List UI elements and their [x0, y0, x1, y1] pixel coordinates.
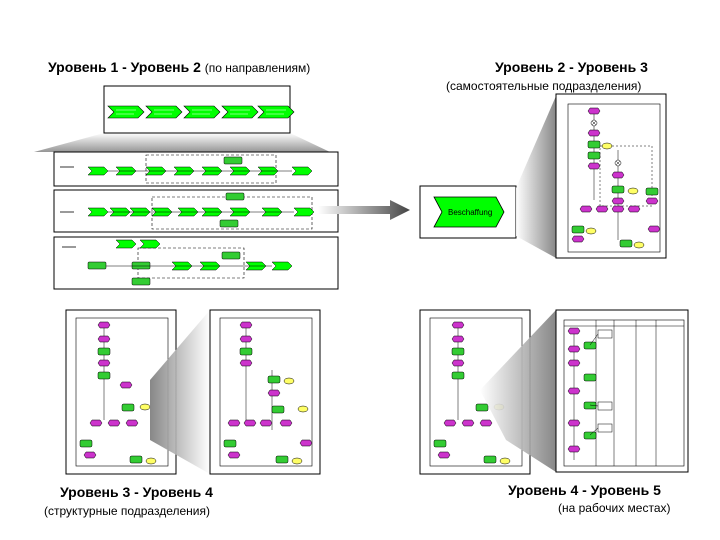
- beschaffung-process: [433, 196, 505, 228]
- q4-zoom-fan: [480, 310, 556, 472]
- q4-caption-title: Уровень 4 - Уровень 5: [508, 482, 661, 498]
- q1-row1-nodes: [87, 154, 313, 184]
- q1-subtitle: (по направлениям): [204, 61, 311, 75]
- q2-epc-diagram: [555, 93, 667, 259]
- q2-zoom-fan: [516, 96, 556, 258]
- q1-row2-nodes: [87, 192, 315, 230]
- q3-caption-title: Уровень 3 - Уровень 4: [60, 484, 213, 500]
- q3-zoom-fan: [150, 310, 210, 474]
- q4-group: [419, 309, 689, 475]
- q3-group: [65, 309, 321, 475]
- q1-row3-nodes: [87, 239, 293, 286]
- q1-overview-chevrons: [107, 105, 295, 119]
- q1-group: [34, 85, 339, 290]
- q3-caption-subtitle: (структурные подразделения): [44, 504, 210, 518]
- q2-caption-title: Уровень 2 - Уровень 3: [495, 59, 648, 75]
- q1-title: Уровень 1 - Уровень 2: [48, 59, 201, 75]
- q1-zoom-fan: [34, 133, 330, 152]
- q2-caption-subtitle: (самостоятельные подразделения): [446, 79, 642, 93]
- q4-caption-subtitle: (на рабочих местах): [558, 501, 671, 515]
- transition-arrow: [318, 200, 410, 220]
- beschaffung-label: Beschaffung: [448, 208, 492, 217]
- center-connector: Beschaffung: [318, 96, 556, 258]
- q1-caption: Уровень 1 - Уровень 2 (по направлениям): [48, 59, 310, 75]
